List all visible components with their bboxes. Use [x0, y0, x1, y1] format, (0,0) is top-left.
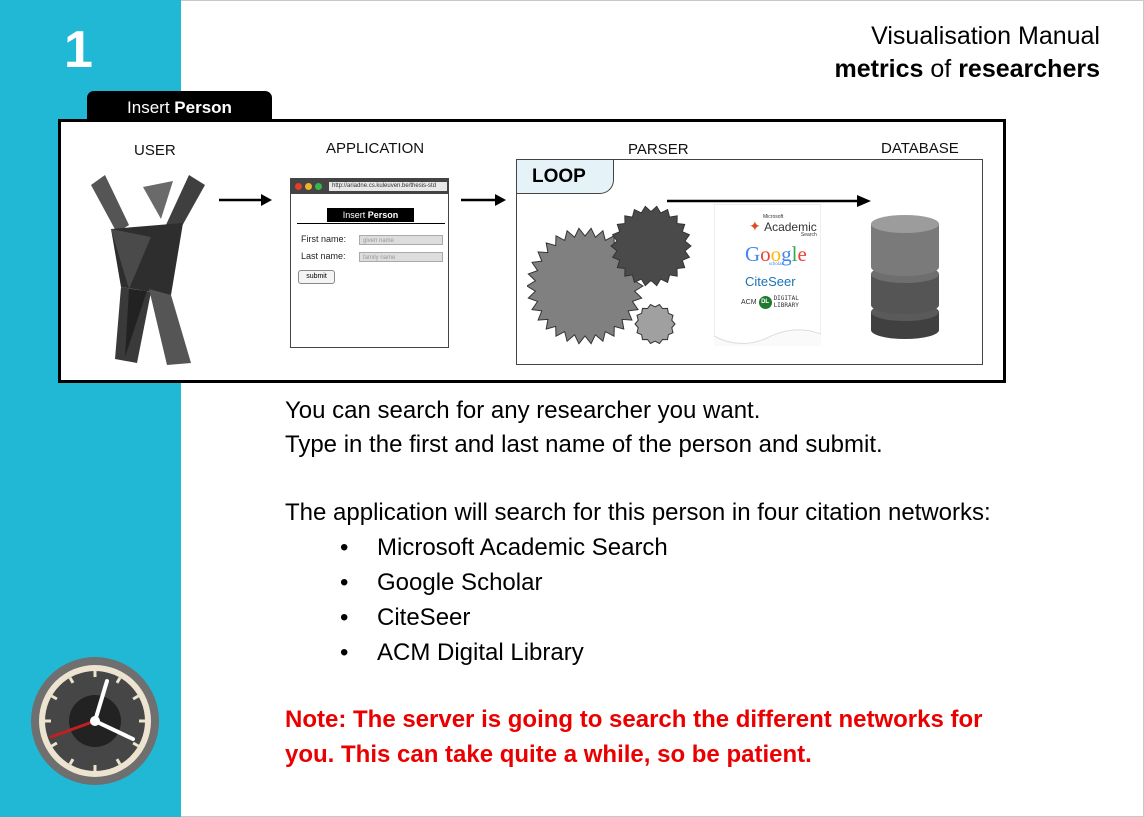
parser-label: PARSER [628, 141, 689, 158]
google-scholar-logo: Google scholar [745, 242, 807, 267]
networks-list: Microsoft Academic Search Google Scholar… [340, 530, 668, 670]
citeseer-logo: CiteSeer [745, 274, 796, 289]
last-name-field: family name [359, 252, 443, 262]
instruction-line: Type in the first and last name of the p… [285, 431, 883, 458]
list-item: ACM Digital Library [340, 635, 668, 670]
user-label: USER [134, 142, 176, 159]
patience-note: Note: The server is going to search the … [285, 706, 983, 768]
submit-button: submit [298, 270, 335, 284]
person-icon [91, 175, 205, 365]
close-dot-icon [295, 183, 302, 190]
first-name-label: First name: [301, 234, 347, 244]
arrow-right-icon [667, 195, 871, 207]
clock-icon [31, 657, 159, 785]
url-bar: http://ariadne.cs.kuleuven.be/thesis-std [329, 182, 447, 191]
database-label: DATABASE [881, 140, 959, 157]
academic-search-logo: ✦ Microsoft Academic Search [749, 214, 817, 238]
list-item: Microsoft Academic Search [340, 530, 668, 565]
header-title: Visualisation Manual [871, 22, 1100, 50]
loop-label: LOOP [517, 160, 614, 194]
minimize-dot-icon [305, 183, 312, 190]
list-item: Google Scholar [340, 565, 668, 600]
list-item: CiteSeer [340, 600, 668, 635]
section-tab: Insert Person [87, 91, 272, 121]
instruction-line: You can search for any researcher you wa… [285, 397, 761, 424]
maximize-dot-icon [315, 183, 322, 190]
database-icon [871, 215, 939, 339]
header-subtitle: metrics of researchers [834, 55, 1101, 83]
first-name-field: given name [359, 235, 443, 245]
arrow-right-icon [461, 194, 506, 206]
last-name-label: Last name: [301, 251, 346, 261]
form-title: Insert Person [327, 208, 414, 222]
application-label: APPLICATION [326, 140, 425, 157]
application-window: http://ariadne.cs.kuleuven.be/thesis-std… [290, 178, 449, 348]
instructions: You can search for any researcher you wa… [285, 394, 991, 530]
header: Visualisation Manual metrics of research… [835, 20, 1101, 86]
document-icon [714, 204, 821, 344]
instruction-line: The application will search for this per… [285, 499, 991, 526]
sources-document: ✦ Microsoft Academic Search Google schol… [714, 204, 821, 346]
browser-toolbar: http://ariadne.cs.kuleuven.be/thesis-std [291, 179, 448, 194]
workflow-diagram: USER APPLICATION PARSER DATABASE http://… [58, 119, 1006, 383]
academic-search-icon: ✦ [749, 218, 761, 234]
gear-icon [527, 205, 692, 345]
arrow-right-icon [219, 194, 272, 206]
page-number: 1 [64, 21, 93, 79]
form-divider [297, 223, 445, 224]
parser-loop-box: LOOP ✦ Microsoft Academic Search Google … [516, 159, 983, 365]
